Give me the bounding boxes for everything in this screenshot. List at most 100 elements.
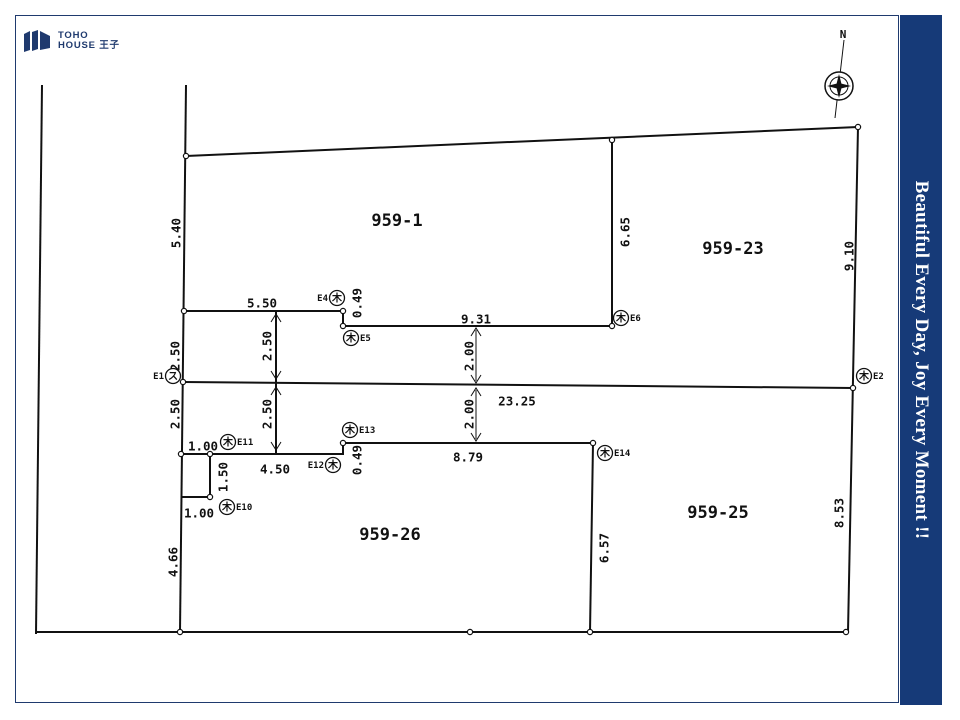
center-line-23-25 — [182, 381, 854, 389]
survey-point — [842, 628, 850, 636]
survey-point — [206, 450, 214, 458]
dimension-label: 6.57 — [597, 533, 612, 563]
marker-label: E13 — [359, 426, 375, 436]
survey-point — [179, 378, 187, 386]
arrow-2-00-lower — [470, 387, 482, 442]
marker-label: E1 — [153, 372, 164, 382]
marker-label: E6 — [630, 314, 641, 324]
survey-point — [182, 152, 190, 160]
dimension-label: 6.65 — [618, 217, 633, 247]
dimension-label: 5.50 — [247, 296, 277, 311]
dimension-label: 5.40 — [169, 218, 184, 248]
marker-circle-icon — [855, 367, 873, 385]
dimension-label: 1.00 — [184, 506, 214, 521]
marker-glyph: 木 — [599, 447, 611, 460]
drawing-frame — [15, 15, 899, 703]
marker-label: E12 — [308, 461, 324, 471]
marker-label: E14 — [614, 449, 631, 459]
marker-glyph: 木 — [615, 312, 627, 325]
marker-glyph: 木 — [331, 292, 343, 305]
boundary-marker: ス E1 — [153, 367, 182, 385]
logo-mark-icon — [24, 30, 50, 52]
survey-point — [608, 136, 616, 144]
survey-point — [608, 322, 616, 330]
lot-959-26-top — [181, 442, 593, 455]
lot-label: 959-1 — [371, 211, 422, 231]
dimension-label: 1.50 — [216, 462, 231, 492]
dimension-label: 2.50 — [168, 341, 183, 371]
marker-circle-icon — [328, 289, 346, 307]
marker-glyph: 木 — [221, 501, 233, 514]
survey-point — [339, 322, 347, 330]
arrow-2-50-lower — [270, 386, 282, 451]
far-left-line — [35, 84, 43, 635]
boundary-lines — [35, 84, 859, 635]
marker-glyph: ス — [168, 371, 178, 383]
dimension-label: 2.00 — [462, 399, 477, 429]
marker-label: E10 — [236, 503, 252, 513]
marker-circle-icon — [342, 329, 360, 347]
lot-label: 959-25 — [687, 503, 748, 523]
logo-line-2: HOUSE 王子 — [58, 41, 120, 51]
dimension-label: 0.49 — [350, 445, 365, 475]
survey-points — [176, 123, 862, 636]
right-boundary — [847, 126, 859, 633]
survey-point — [177, 450, 185, 458]
marker-label: E2 — [873, 372, 884, 382]
boundary-marker: 木E4 — [317, 289, 346, 307]
logo-line-1: TOHO — [58, 30, 89, 41]
dimension-label: 23.25 — [498, 394, 536, 409]
arrow-2-50-upper — [270, 313, 282, 380]
dimension-label: 1.00 — [188, 439, 218, 454]
survey-point — [466, 628, 474, 636]
dimension-label: 2.50 — [168, 399, 183, 429]
survey-point — [206, 493, 214, 501]
marker-circle-icon — [219, 433, 237, 451]
survey-point — [849, 384, 857, 392]
dimension-label: 8.53 — [832, 498, 847, 528]
left-road-line — [179, 84, 187, 633]
dimension-label: 0.49 — [350, 288, 365, 318]
survey-point — [339, 307, 347, 315]
logo-text: TOHO HOUSE 王子 — [58, 31, 120, 51]
dimension-label: 2.50 — [260, 399, 275, 429]
dimension-label: 4.50 — [260, 462, 290, 477]
top-boundary — [185, 126, 859, 157]
marker-circle-icon — [612, 309, 630, 327]
marker-circle-icon — [596, 444, 614, 462]
arrow-2-00-upper — [470, 327, 482, 384]
dimension-label: 9.31 — [461, 312, 491, 327]
marker-glyph: 木 — [344, 424, 356, 437]
marker-label: E4 — [317, 294, 328, 304]
dimension-labels: 5.402.502.504.665.502.502.500.499.312.00… — [166, 217, 857, 577]
lot-label: 959-23 — [702, 239, 763, 259]
logo-line-2-text: HOUSE — [58, 40, 96, 51]
dimension-label: 8.79 — [453, 450, 483, 465]
divider-959-26-25 — [589, 442, 594, 633]
survey-point — [339, 439, 347, 447]
marker-glyph: 木 — [345, 332, 357, 345]
logo-line-2-suffix: 王子 — [99, 40, 120, 51]
marker-circle-icon — [218, 498, 236, 516]
lot-label: 959-26 — [359, 525, 420, 545]
dimension-label: 4.66 — [166, 547, 181, 577]
marker-glyph: 木 — [327, 459, 339, 472]
marker-circle-icon — [324, 456, 342, 474]
marker-glyph: 木 — [858, 370, 870, 383]
compass-north-label: N — [840, 28, 847, 41]
arrow-lines — [270, 313, 482, 451]
dimension-label: 9.10 — [842, 241, 857, 271]
survey-point — [589, 439, 597, 447]
marker-label: E5 — [360, 334, 371, 344]
notch-box — [181, 454, 211, 498]
marker-glyph: 木 — [222, 436, 234, 449]
survey-point — [180, 307, 188, 315]
survey-point — [854, 123, 862, 131]
